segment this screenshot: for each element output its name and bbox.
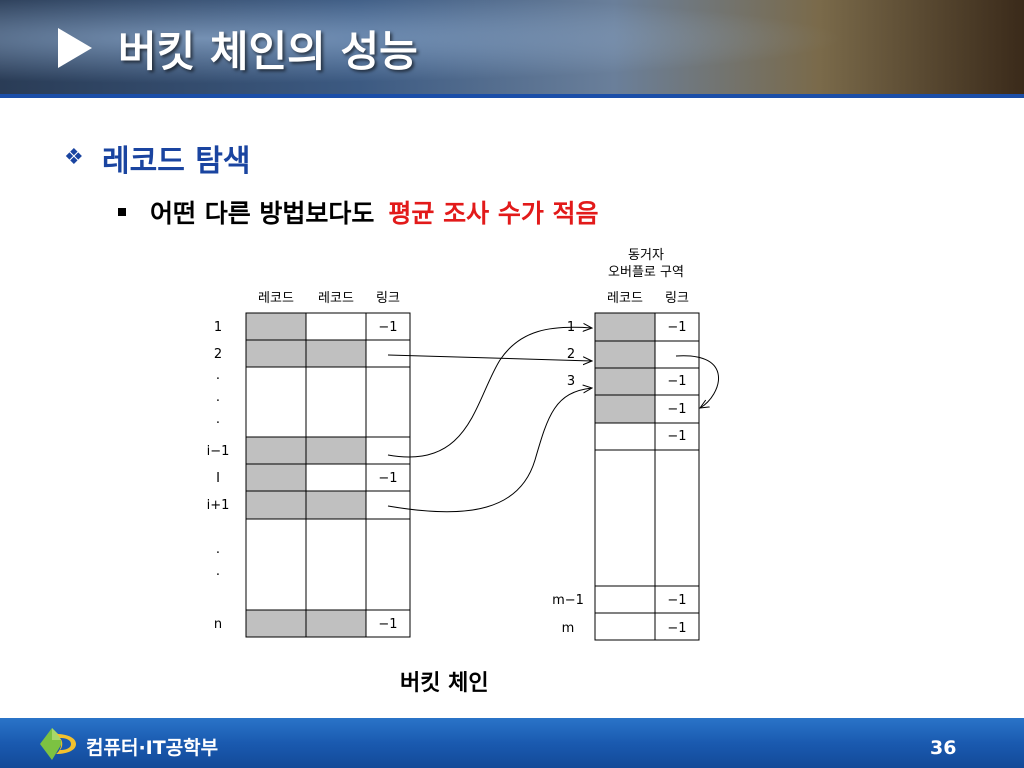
page-number: 36 — [930, 737, 957, 759]
header-banner — [0, 0, 1024, 96]
left-header-record-1: 레코드 — [258, 291, 294, 306]
header-rule — [0, 94, 1024, 98]
left-row-label-2: 2 — [214, 347, 222, 362]
right-link-value-5: −1 — [667, 429, 686, 444]
square-bullet-icon — [118, 208, 126, 216]
header-glow — [0, 0, 1024, 96]
right-cell-3 — [595, 368, 655, 395]
bullet-record-search: 레코드 탐색 — [102, 144, 251, 179]
bullet-average-probe: 어떤 다른 방법보다도 평균 조사 수가 적음 — [150, 194, 599, 230]
right-cell-2 — [595, 341, 655, 368]
right-top-label-line1: 동거자 — [628, 248, 664, 263]
diamond-bullet-icon: ❖ — [64, 145, 84, 170]
left-cell-2-a — [246, 340, 306, 367]
right-link-value-m: −1 — [667, 621, 686, 636]
left-row-label-I: I — [216, 471, 220, 486]
right-link-value-3: −1 — [667, 374, 686, 389]
left-link-value-1: −1 — [378, 320, 397, 335]
left-link-value-I: −1 — [378, 471, 397, 486]
left-cell-ip1-b — [306, 491, 366, 519]
left-row-label-dot: · — [216, 568, 220, 583]
link-arrow-i-plus-1-to-overflow3 — [387, 388, 592, 513]
left-cell-ip1-a — [246, 491, 306, 519]
left-row-label-n: n — [214, 617, 222, 632]
left-row-label-dot: · — [216, 394, 220, 409]
left-row-label-dot: · — [216, 546, 220, 561]
slide-title: 버킷 체인의 성능 — [118, 27, 418, 76]
bullet-text-highlight: 평균 조사 수가 적음 — [388, 199, 599, 228]
left-cell-n-b — [306, 610, 366, 637]
left-table: 레코드 레코드 링크 1 2 · · · i−1 I i+1 · · — [207, 291, 411, 638]
right-cell-4 — [595, 395, 655, 423]
left-row-label-1: 1 — [214, 320, 222, 335]
right-link-value-4: −1 — [667, 402, 686, 417]
left-link-value-n: −1 — [378, 617, 397, 632]
left-cell-i1-a — [246, 437, 306, 464]
left-row-label-i-plus-1: i+1 — [207, 498, 230, 513]
right-table-border — [594, 312, 700, 641]
right-cell-1 — [595, 313, 655, 341]
left-table-border — [245, 312, 411, 638]
right-row-label-2: 2 — [567, 347, 575, 362]
right-top-label-line2: 오버플로 구역 — [608, 265, 684, 280]
left-row-label-i-minus-1: i−1 — [207, 444, 230, 459]
footer-bar — [0, 718, 1024, 768]
left-row-label-dot: · — [216, 416, 220, 431]
left-header-record-2: 레코드 — [318, 291, 354, 306]
link-arrow-overflow2-to-overflow4 — [675, 355, 719, 408]
left-cell-n-a — [246, 610, 306, 637]
right-header-record: 레코드 — [607, 291, 643, 306]
play-arrow-icon — [58, 28, 92, 68]
left-cell-I-a — [246, 464, 306, 491]
right-link-value-1: −1 — [667, 320, 686, 335]
link-arrow-i-minus-1-to-overflow1 — [387, 327, 592, 458]
left-cell-1-a — [246, 313, 306, 340]
left-header-link: 링크 — [376, 291, 400, 306]
left-row-label-dot: · — [216, 372, 220, 387]
left-cell-2-b — [306, 340, 366, 367]
right-row-label-3: 3 — [567, 374, 575, 389]
right-table: 동거자 오버플로 구역 레코드 링크 1 2 3 m−1 m −1 −1 −1 … — [552, 248, 700, 641]
right-row-label-m: m — [562, 621, 575, 636]
bullet-text-prefix: 어떤 다른 방법보다도 — [150, 199, 375, 228]
diagram-caption: 버킷 체인 — [400, 671, 489, 696]
right-link-value-m-minus-1: −1 — [667, 593, 686, 608]
footer-department-label: 컴퓨터·IT공학부 — [86, 737, 219, 759]
left-cell-i1-b — [306, 437, 366, 464]
link-arrow-row2-to-overflow2 — [387, 354, 592, 361]
right-row-label-m-minus-1: m−1 — [552, 593, 584, 608]
department-logo-icon — [40, 728, 76, 760]
right-header-link: 링크 — [665, 291, 689, 306]
link-arrows — [387, 327, 719, 513]
